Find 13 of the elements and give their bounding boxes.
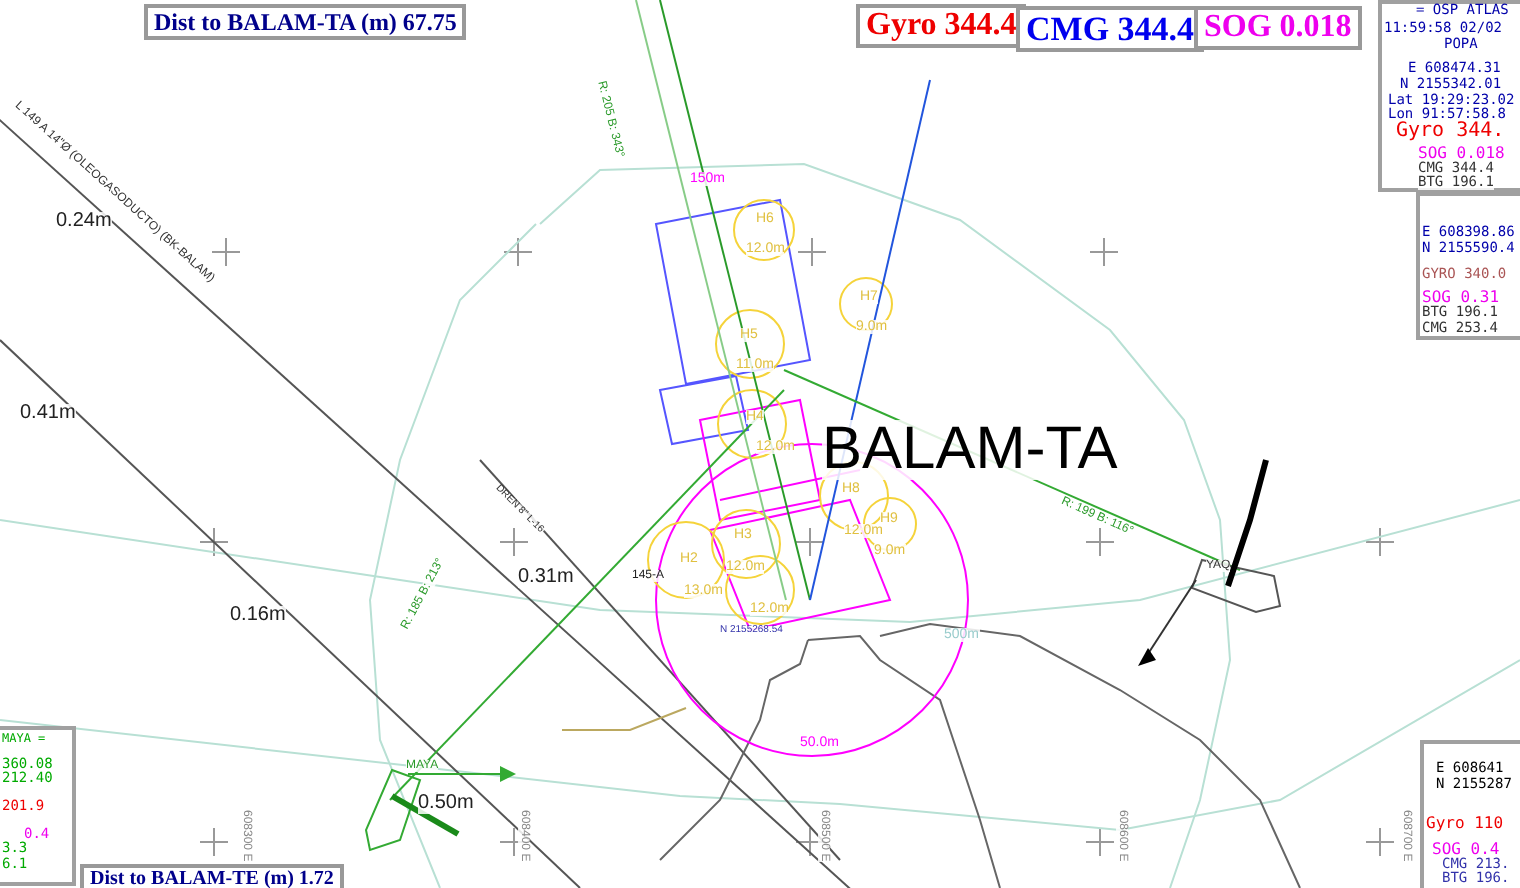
sog-value: SOG 0.31 [1422, 290, 1500, 306]
gyro-value: Gyro 344. [1396, 122, 1505, 142]
depth-label: 0.41m [20, 404, 76, 424]
sog-value: SOG 0.4 [1432, 842, 1500, 858]
distance-readout: Dist to BALAM-TA (m) 67.75 [144, 4, 467, 40]
distance-readout: Dist to BALAM-TE (m) 1.72 [80, 864, 344, 888]
platform-name: BALAM-TA [822, 420, 1118, 480]
depth-label: 0.16m [230, 606, 286, 626]
depth-label: 0.31m [518, 568, 574, 588]
gyro-value: Gyro 110 [1426, 816, 1504, 832]
sog-value: SOG 0.018 [1418, 146, 1505, 162]
depth-label: 0.50m [418, 794, 474, 814]
sog-readout: SOG 0.018 [1194, 6, 1362, 50]
